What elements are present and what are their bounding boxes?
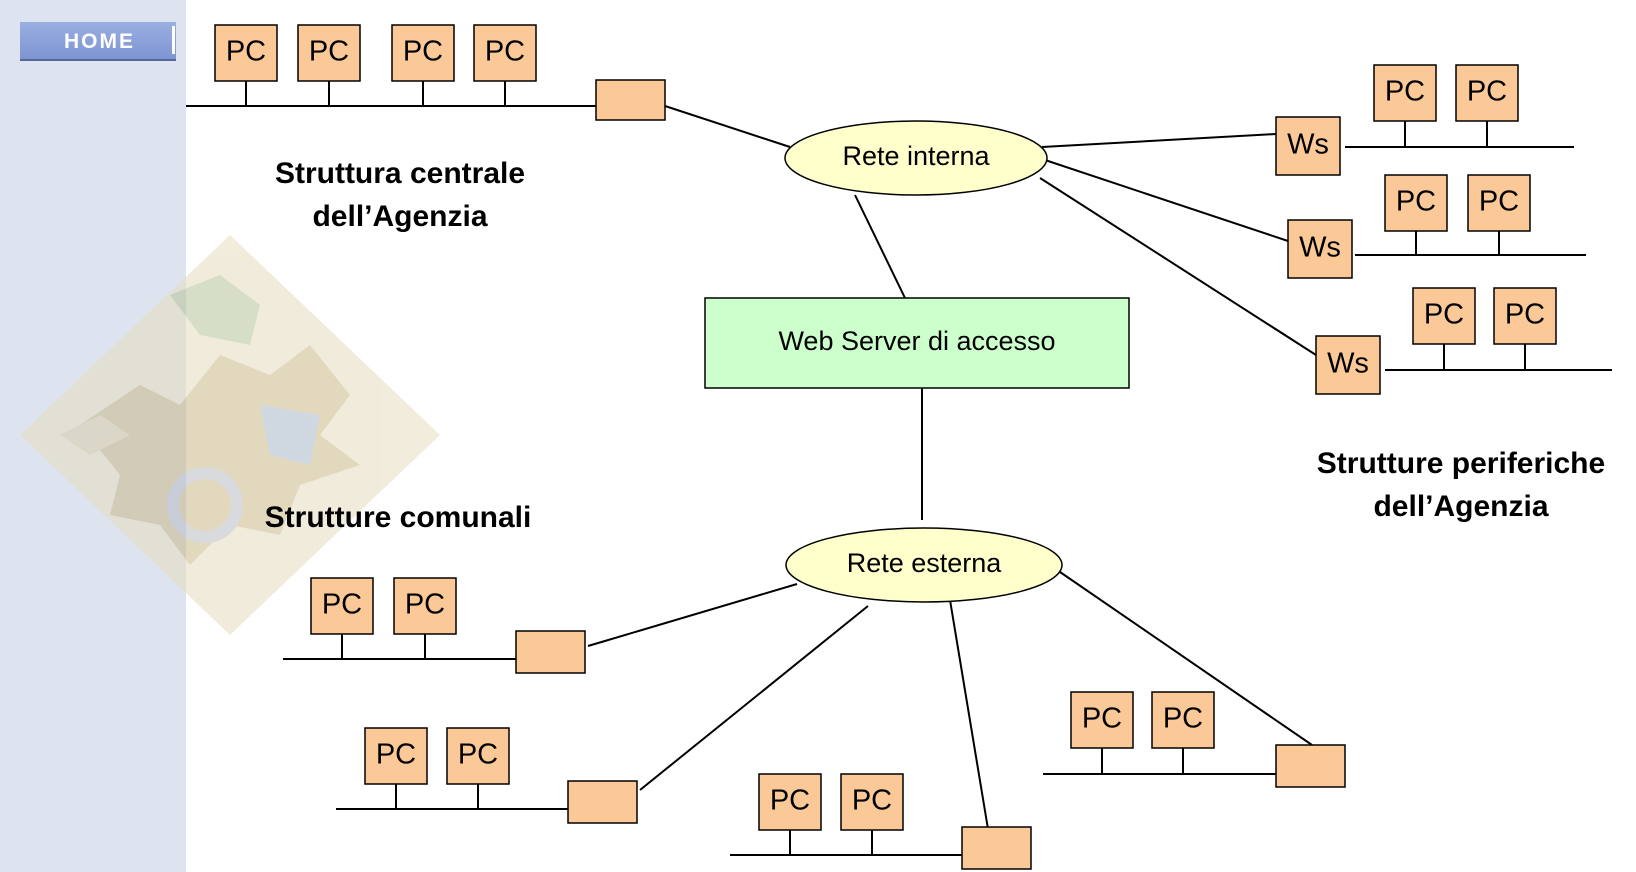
pc-box	[297, 24, 361, 82]
pc-label: PC	[1082, 703, 1122, 735]
comunali-router-3	[961, 826, 1032, 870]
external-network-label: Rete esterna	[847, 548, 1003, 578]
pc-box	[1384, 174, 1448, 232]
nav-separator	[172, 26, 175, 54]
pc-label: PC	[1505, 299, 1545, 331]
peripheral-heading-line1: Strutture periferiche	[1317, 447, 1605, 480]
pc-label: PC	[770, 785, 810, 817]
pc-label: PC	[1467, 76, 1507, 108]
central-heading-line1: Struttura centrale	[275, 157, 525, 190]
internal-to-ws1-link	[1041, 133, 1277, 148]
web-server-label: Web Server di accesso	[778, 326, 1055, 356]
internal-to-ws2-link	[1044, 159, 1289, 242]
pc-box	[1373, 64, 1437, 122]
pc-label: PC	[403, 36, 443, 68]
workstation-label: Ws	[1287, 129, 1329, 161]
pc-label: PC	[309, 36, 349, 68]
pc-label: PC	[458, 739, 498, 771]
pc-label: PC	[376, 739, 416, 771]
pc-box	[446, 727, 510, 785]
pc-box	[214, 24, 278, 82]
internal-to-server-link	[854, 194, 906, 299]
external-to-c2-link	[639, 605, 869, 791]
pc-label: PC	[1479, 186, 1519, 218]
municipal-heading: Strutture comunali	[265, 501, 532, 534]
pc-box	[393, 577, 457, 635]
pc-box	[840, 773, 904, 831]
peripheral-heading-line2: dell’Agenzia	[1373, 490, 1548, 523]
pc-label: PC	[226, 36, 266, 68]
central-heading-line2: dell’Agenzia	[312, 200, 487, 233]
workstation-label: Ws	[1327, 348, 1369, 380]
workstation-box	[1287, 219, 1353, 279]
pc-label: PC	[1424, 299, 1464, 331]
pc-box	[1412, 287, 1476, 345]
pc-label: PC	[1163, 703, 1203, 735]
external-to-c3-link	[949, 599, 989, 830]
external-to-c4-link	[1059, 571, 1313, 746]
pc-box	[1467, 174, 1531, 232]
pc-label: PC	[1385, 76, 1425, 108]
comunali-router-2	[567, 780, 638, 824]
pc-label: PC	[485, 36, 525, 68]
pc-box	[758, 773, 822, 831]
web-server-box	[704, 297, 1130, 389]
internal-network-label: Rete interna	[842, 141, 990, 171]
map-image-decoration	[20, 235, 440, 635]
central-to-internal-link	[664, 105, 791, 148]
external-network-node	[785, 527, 1063, 603]
external-to-c1-link	[587, 583, 798, 647]
workstation-box	[1315, 335, 1381, 395]
pc-label: PC	[322, 589, 362, 621]
pc-label: PC	[1396, 186, 1436, 218]
internal-network-node	[784, 120, 1048, 196]
comunali-router-1	[515, 630, 586, 674]
workstation-label: Ws	[1299, 232, 1341, 264]
central-router-box	[595, 79, 666, 121]
workstation-box	[1275, 116, 1341, 176]
internal-to-ws3-link	[1039, 177, 1317, 356]
home-button[interactable]: HOME	[20, 22, 176, 61]
pc-label: PC	[405, 589, 445, 621]
pc-box	[473, 24, 537, 82]
comunali-router-4	[1275, 744, 1346, 788]
pc-label: PC	[852, 785, 892, 817]
pc-box	[391, 24, 455, 82]
pc-box	[1455, 64, 1519, 122]
